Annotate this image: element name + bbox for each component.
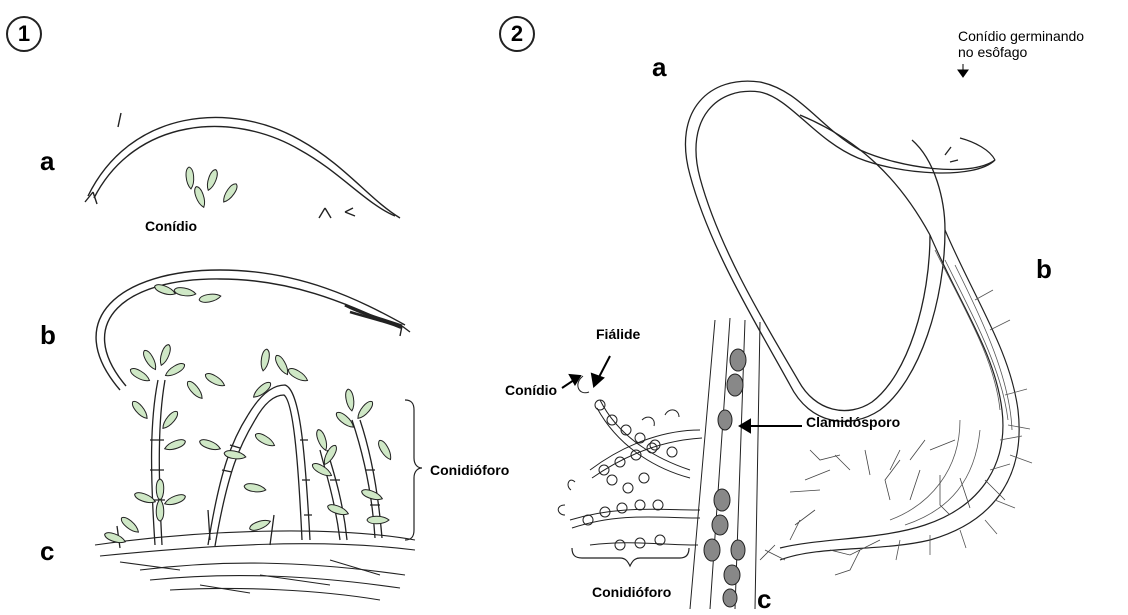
internal-hyphae-2b — [890, 250, 1032, 560]
conidia-cluster-1a — [185, 167, 239, 209]
panel-1-label-b: b — [40, 320, 56, 351]
panel-2-clamidosporo-label: Clamidósporo — [806, 414, 900, 430]
panel-1-label-a: a — [40, 146, 54, 177]
panel-2-fialide-label: Fiálide — [596, 326, 640, 342]
panel-2-conidio-label: Conídio — [505, 382, 557, 398]
panel-1-number: 1 — [6, 16, 42, 52]
panel-1-conidioforo-label: Conidióforo — [430, 462, 509, 478]
nematode-1a — [85, 113, 400, 218]
panel-2-number: 2 — [499, 16, 535, 52]
bracket-conidioforo-1 — [405, 400, 422, 540]
panel-2-label-c: c — [757, 584, 771, 615]
nematode-2 — [685, 81, 1019, 560]
nematode-1b — [96, 270, 410, 390]
conidiophores-1c — [117, 380, 382, 548]
germinando-line-2: no esôfago — [958, 44, 1084, 60]
hyphal-mat-1c — [95, 531, 415, 600]
label-arrows-2c — [562, 356, 802, 432]
panel-2-conidioforo-label: Conidióforo — [592, 584, 671, 600]
panel-1-conidio-label: Conídio — [145, 218, 197, 234]
panel-1-label-c: c — [40, 536, 54, 567]
inset-2c — [558, 318, 760, 609]
germinando-line-1: Conídio germinando — [958, 28, 1084, 44]
panel-2-label-b: b — [1036, 254, 1052, 285]
arrow-conidio-germinando — [958, 64, 968, 77]
panel-2-label-a: a — [652, 52, 666, 83]
bracket-conidioforo-2 — [572, 548, 689, 566]
panel-2-germinando-label: Conídio germinando no esôfago — [958, 28, 1084, 60]
